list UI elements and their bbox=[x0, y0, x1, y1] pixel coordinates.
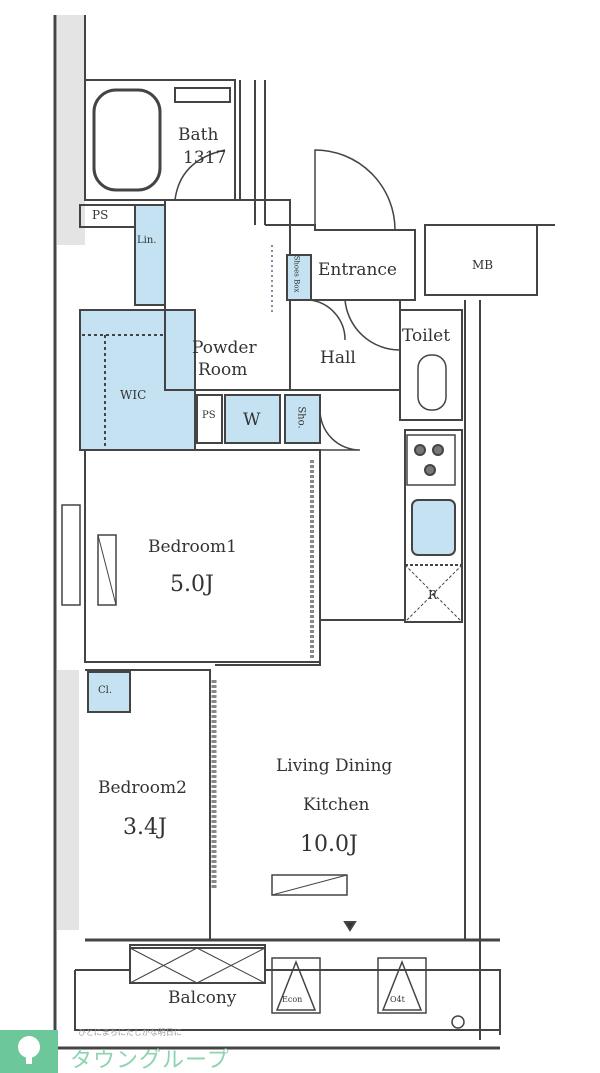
ac-unit-outdoor bbox=[377, 957, 427, 1014]
bathtub bbox=[92, 88, 162, 192]
entrance-door bbox=[314, 149, 396, 231]
bath-room bbox=[84, 79, 236, 201]
bedroom1 bbox=[84, 449, 321, 663]
bath-size: 1317 bbox=[183, 148, 227, 168]
bedroom1-size: 5.0J bbox=[170, 572, 214, 597]
bedroom2-label: Bedroom2 bbox=[98, 778, 187, 798]
balcony-hatch bbox=[129, 947, 266, 984]
wic bbox=[79, 309, 196, 451]
closet-label: Cl. bbox=[98, 685, 113, 696]
hall-label: Hall bbox=[320, 348, 356, 368]
outdoor-unit-label: O4t bbox=[390, 995, 405, 1004]
ps-mid-label: PS bbox=[202, 410, 216, 421]
company-logo: ひとにまちにたしかな明日に タウングループ bbox=[0, 1028, 260, 1073]
tree-icon bbox=[0, 1030, 58, 1073]
powder-label: Powder bbox=[192, 338, 257, 358]
bedroom2-size: 3.4J bbox=[123, 815, 167, 840]
logo-tagline: ひとにまちにたしかな明日に bbox=[78, 1028, 182, 1037]
ps-label: PS bbox=[92, 208, 109, 222]
washer-label: W bbox=[243, 410, 261, 430]
window bbox=[61, 504, 81, 606]
bath-label: Bath bbox=[178, 125, 219, 145]
balcony-label: Balcony bbox=[168, 988, 237, 1008]
entrance-label: Entrance bbox=[318, 260, 397, 280]
linen-closet bbox=[134, 204, 166, 306]
logo-name: タウングループ bbox=[70, 1048, 230, 1073]
mb-label: MB bbox=[472, 258, 494, 272]
bedroom1-label: Bedroom1 bbox=[148, 537, 237, 557]
mb bbox=[424, 224, 538, 296]
ldk-label: Living Dining bbox=[276, 756, 393, 776]
ldk-label-2: Kitchen bbox=[303, 795, 370, 815]
linen-label: Lin. bbox=[137, 235, 157, 246]
econ-label: Econ bbox=[282, 995, 303, 1004]
shoes-box-label: Shoes Box bbox=[292, 255, 301, 293]
ldk-size: 10.0J bbox=[300, 832, 358, 857]
stove bbox=[406, 434, 456, 486]
ac-unit-econ bbox=[271, 957, 321, 1014]
fridge-space bbox=[404, 564, 463, 623]
wic-label: WIC bbox=[120, 388, 147, 402]
sink bbox=[411, 499, 456, 556]
fridge-label: R bbox=[428, 588, 438, 602]
toilet-room bbox=[399, 309, 463, 421]
toilet-label: Toilet bbox=[402, 326, 451, 346]
powder-label-2: Room bbox=[198, 360, 248, 380]
shoe-closet-label: Sho. bbox=[295, 406, 307, 429]
